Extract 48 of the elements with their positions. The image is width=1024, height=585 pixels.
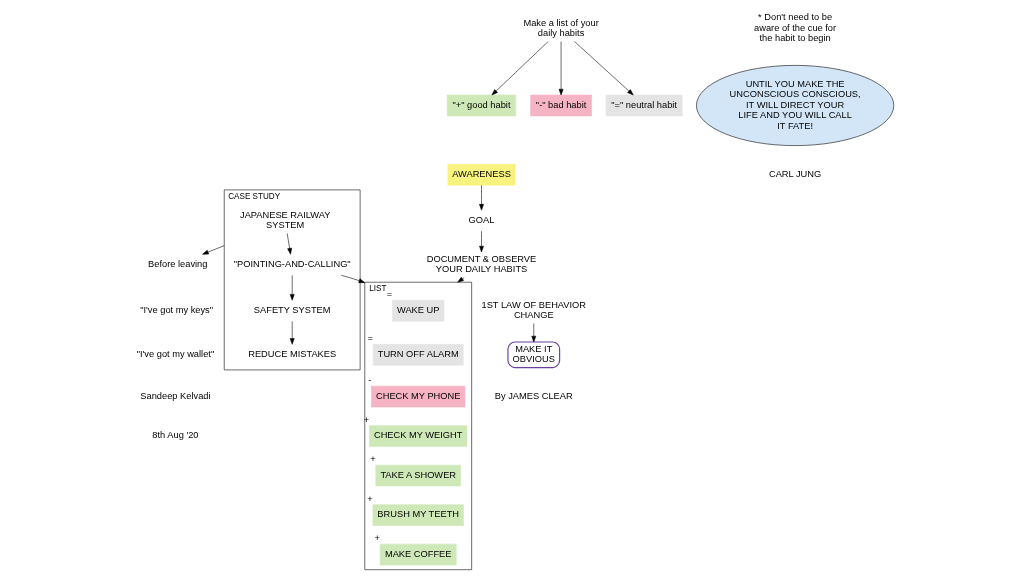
node-box: "+" good habit <box>446 94 516 117</box>
node-ellipse: UNTIL YOU MAKE THE UNCONSCIOUS CONSCIOUS, IT WILL DIRECT YOUR LIFE AND YOU WILL CALL IT FATE! <box>695 65 894 146</box>
node-text: Before leaving <box>147 259 207 269</box>
node-label: + <box>374 533 380 544</box>
arrow <box>289 320 294 345</box>
node-label: + <box>366 493 373 504</box>
node-label: + <box>369 454 376 465</box>
node-box: TAKE A SHOWER <box>375 464 461 487</box>
label: 8th Aug '20 <box>151 430 199 441</box>
arrow <box>558 41 563 96</box>
node-text: SAFETY SYSTEM <box>253 304 331 315</box>
node-label: - <box>367 375 371 386</box>
node-text: CARL JUNG <box>768 168 821 179</box>
arrow <box>289 275 294 301</box>
node-label: = <box>386 289 392 300</box>
arrow <box>478 230 484 253</box>
node-box: CHECK MY WEIGHT <box>368 425 467 447</box>
arrow <box>456 276 464 283</box>
node-text: JAPANESE RAILWAY SYSTEM <box>239 209 330 231</box>
node-box: WAKE UP <box>391 299 444 322</box>
arrow <box>478 185 484 211</box>
node-box: AWARENESS <box>447 164 515 186</box>
node-text: 1ST LAW OF BEHAVIOR CHANGE <box>481 299 586 321</box>
node-box: MAKE IT OBVIOUS <box>506 341 560 369</box>
arrow <box>340 275 365 283</box>
node-text: REDUCE MISTAKES <box>247 349 336 360</box>
arrow <box>201 245 225 255</box>
arrow <box>286 233 292 255</box>
label: * Don't need to be aware of the cue for the habit to begin <box>753 12 836 44</box>
label: By JAMES CLEAR <box>494 390 573 401</box>
node-label: = <box>367 333 373 344</box>
label: "I've got my wallet" <box>136 349 214 360</box>
arrow <box>573 41 634 96</box>
node-text: GOAL <box>468 214 494 225</box>
node-box: TURN OFF ALARM <box>372 344 463 366</box>
arrow <box>530 323 536 343</box>
node-label: + <box>363 414 369 425</box>
node-box: MAKE COFFEE <box>379 543 457 566</box>
node-box: CHECK MY PHONE <box>370 385 465 408</box>
node-box: "=" neutral habit <box>605 94 682 117</box>
node-box: BRUSH MY TEETH <box>372 504 464 526</box>
node-box: "-" bad habit <box>529 94 592 117</box>
label: Sandeep Kelvadi <box>139 390 211 401</box>
node-text: DOCUMENT & OBSERVE YOUR DAILY HABITS <box>426 253 536 275</box>
arrow <box>491 41 548 96</box>
label: "I've got my keys" <box>139 304 213 315</box>
node-text: "POINTING-AND-CALLING" <box>233 259 351 269</box>
node-text: Make a list of your daily habits <box>522 17 599 39</box>
